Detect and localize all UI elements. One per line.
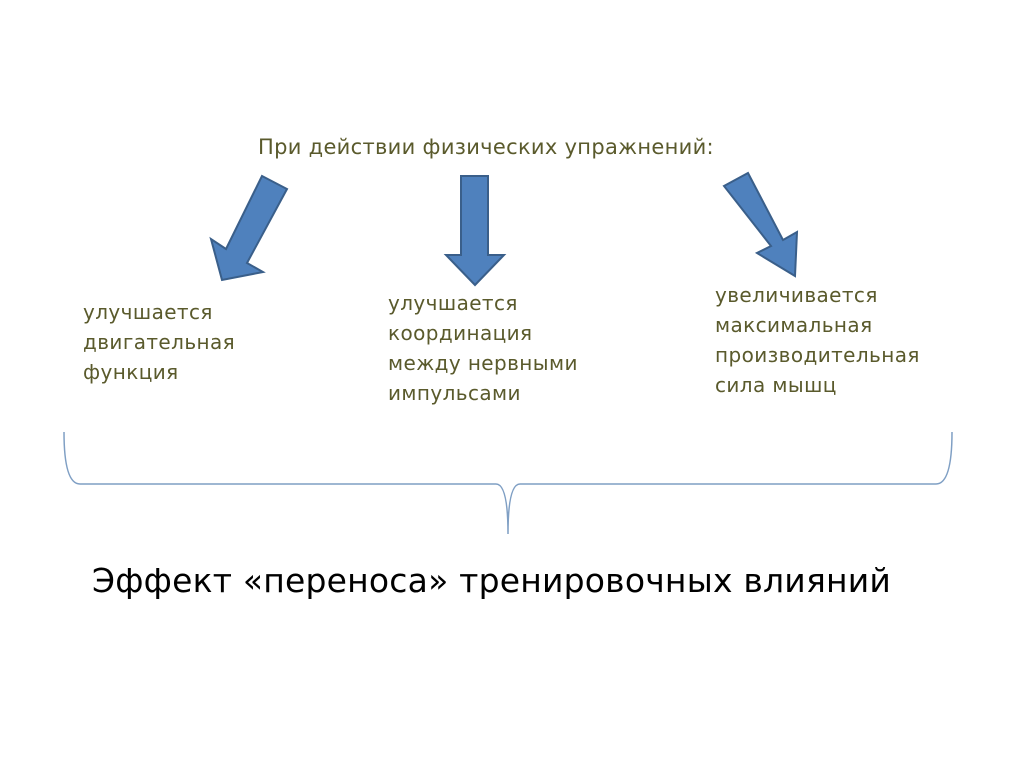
conclusion-text: Эффект «переноса» тренировочных влияний [92, 561, 892, 600]
arrow-left-icon [209, 174, 289, 282]
arrow-right-icon [722, 171, 799, 278]
effect-nerve-coordination: улучшается координация между нервными им… [388, 291, 578, 405]
arrow-down-icon [443, 175, 507, 287]
effect-muscle-strength: увеличивается максимальная производитель… [715, 283, 920, 397]
heading-text: При действии физических упражнений: [258, 135, 714, 159]
curly-brace [63, 431, 953, 535]
effect-motor-function: улучшается двигательная функция [83, 300, 236, 384]
